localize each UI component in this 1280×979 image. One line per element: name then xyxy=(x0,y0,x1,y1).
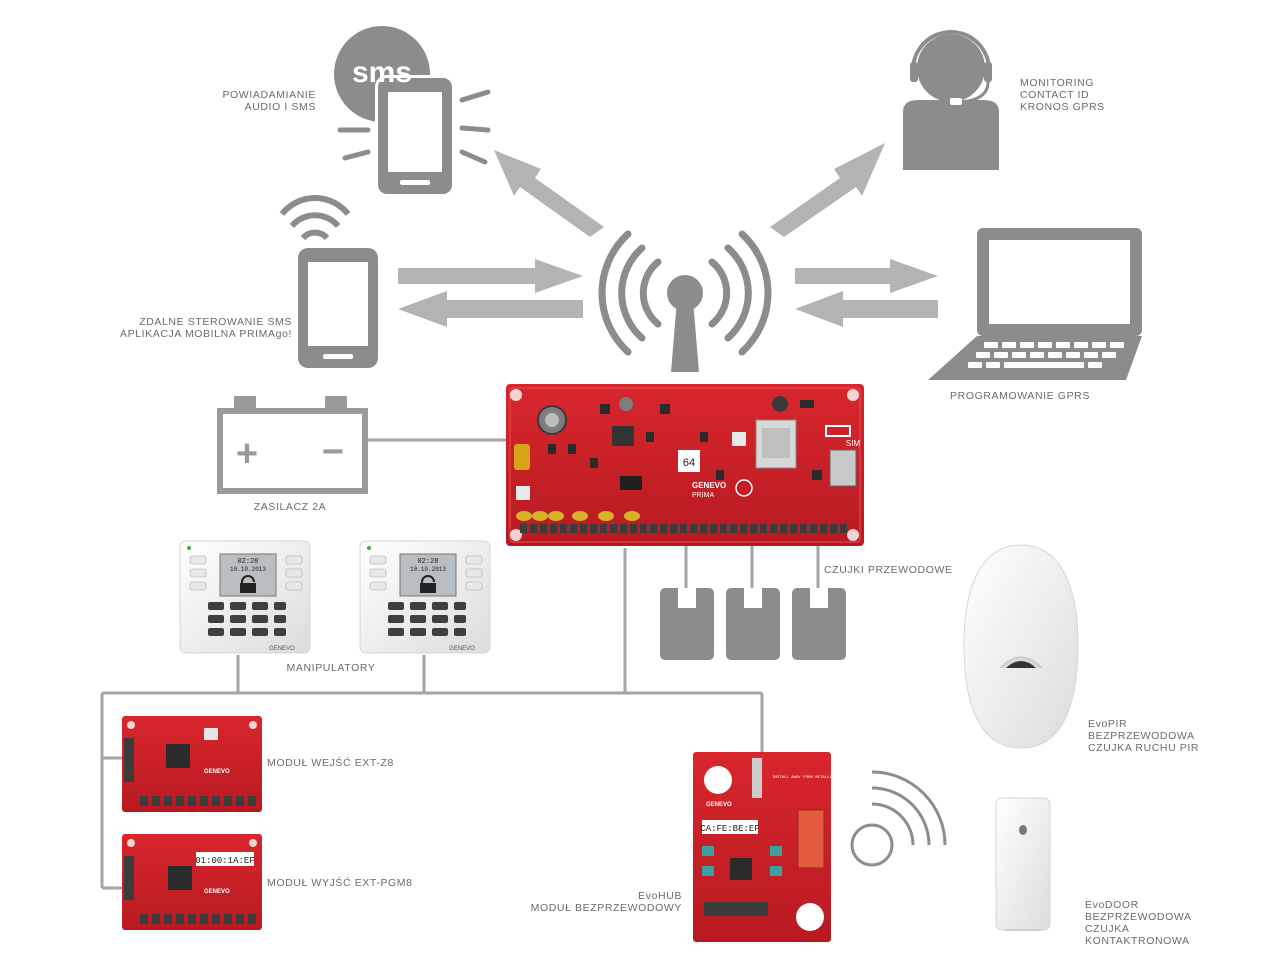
output-module-label: MODUŁ WYJŚĆ EXT-PGM8 xyxy=(267,877,413,889)
keypad-1-brand: GENEVO xyxy=(269,646,295,652)
keypad-2-date: 10.10.2013 xyxy=(410,566,446,573)
sms-bubble-text: sms xyxy=(352,56,412,89)
input-module-board: GENEVO xyxy=(122,716,262,812)
bus-lines xyxy=(100,438,820,890)
keypad-1: 02:28 10.10.2013 GENEVO xyxy=(179,540,311,654)
input-module-label: MODUŁ WEJŚĆ EXT-Z8 xyxy=(267,757,394,769)
wired-sensors-label: CZUJKI PRZEWODOWE xyxy=(824,564,953,576)
keypad-2: 02:28 10.10.2013 GENEVO xyxy=(359,540,491,654)
input-module-brand: GENEVO xyxy=(204,769,230,775)
output-module-brand: GENEVO xyxy=(204,889,230,895)
evohub-mac: CA:FE:BE:EF xyxy=(700,824,759,834)
monitoring-operator-icon xyxy=(903,30,999,170)
keypad-1-date: 10.10.2013 xyxy=(230,566,266,573)
board-chip-label: 64 xyxy=(683,457,695,469)
keypads-label: MANIPULATORY xyxy=(286,662,376,674)
battery-minus-sign: − xyxy=(322,431,344,473)
antenna-icon xyxy=(598,230,772,372)
remote-phone-icon xyxy=(279,195,378,368)
evohub-brand: GENEVO xyxy=(706,802,732,808)
arrows xyxy=(398,143,938,327)
battery-icon: + − xyxy=(217,396,368,494)
sms-notification-icon: sms xyxy=(334,26,491,197)
board-model-label: PRIMA xyxy=(692,492,715,499)
board-brand-label: GENEVO xyxy=(692,481,726,490)
main-control-board: 64 SIM GENEVO PRIMA xyxy=(506,384,864,546)
evohub-warning-text: INSTALL AWAY FROM METALLIC STRUCTURES xyxy=(772,776,861,780)
wired-sensor-3 xyxy=(792,588,846,660)
keypad-1-time: 02:28 xyxy=(237,558,258,566)
laptop-icon xyxy=(928,228,1142,380)
battery-plus-sign: + xyxy=(236,433,258,475)
evohub-board: INSTALL AWAY FROM METALLIC STRUCTURES GE… xyxy=(693,752,861,942)
power-supply-label: ZASILACZ 2A xyxy=(253,501,327,513)
evodoor-sensor xyxy=(995,797,1051,931)
wired-sensor-2 xyxy=(726,588,780,660)
wireless-signal-icon xyxy=(850,770,947,867)
output-module-display: 01:00:1A:EF xyxy=(195,856,254,866)
output-module-board: 01:00:1A:EF GENEVO xyxy=(122,834,262,930)
keypad-2-time: 02:28 xyxy=(417,558,438,566)
evopir-sensor xyxy=(963,544,1079,749)
board-sim-label: SIM xyxy=(846,439,861,448)
keypad-2-brand: GENEVO xyxy=(449,646,475,652)
wired-sensors xyxy=(660,588,846,660)
gprs-programming-label: PROGRAMOWANIE GPRS xyxy=(950,390,1090,402)
wired-sensor-1 xyxy=(660,588,714,660)
